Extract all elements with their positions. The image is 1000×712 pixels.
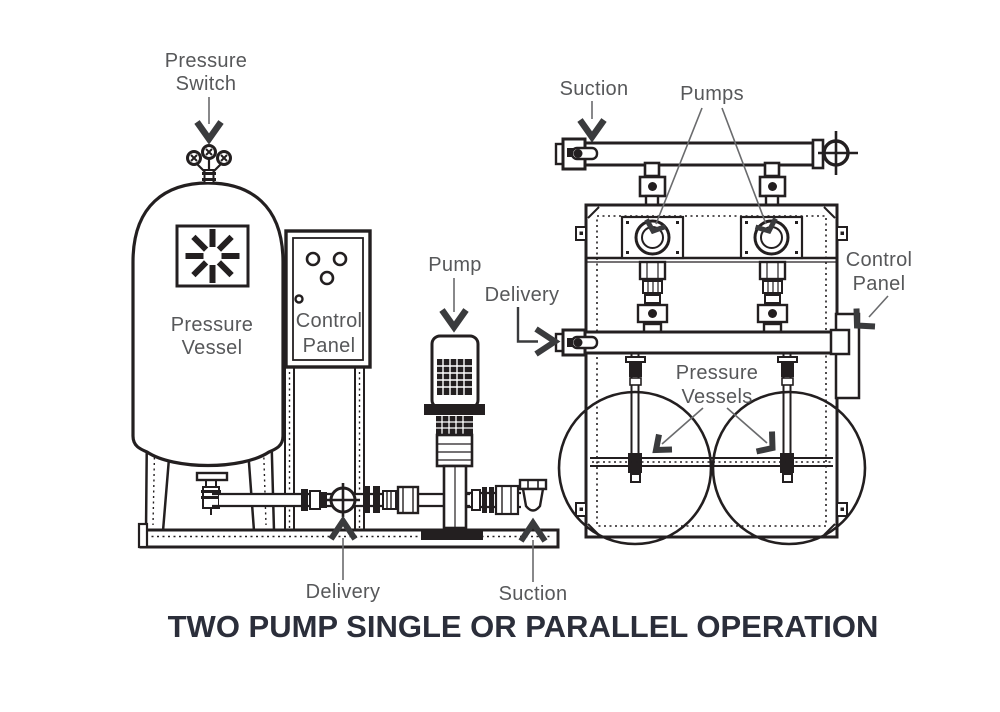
pressure-vessel-2-icon	[711, 390, 867, 546]
pressure-vessel-1-icon	[557, 390, 713, 546]
diagram-title: TWO PUMP SINGLE OR PARALLEL OPERATION	[168, 609, 879, 644]
pressure-switch-label-line2: Switch	[176, 73, 237, 95]
control-panel-left-label-line2: Panel	[303, 335, 356, 357]
pump-left	[421, 334, 485, 540]
arrow-down-icon	[439, 308, 469, 333]
strainer-fitting-icon	[518, 478, 548, 512]
suction-manifold	[554, 131, 858, 175]
pump-label: Pump	[428, 254, 481, 276]
pumps-label: Pumps	[680, 83, 744, 105]
frame-mount-tabs	[575, 226, 848, 517]
control-panel-left-label-line1: Control	[296, 310, 363, 332]
control-panel-right-label-group: Control Panel	[846, 249, 913, 330]
skid-frame	[575, 203, 848, 539]
pressure-vessels-label-group: Pressure Vessels	[652, 362, 776, 455]
delivery-right-label: Delivery	[485, 284, 560, 306]
control-panel-right-label-line2: Panel	[853, 273, 906, 295]
suction-right-label: Suction	[560, 78, 629, 100]
starburst-icon	[175, 224, 250, 288]
pump-delivery-valves	[636, 260, 789, 335]
suction-right-label-group: Suction	[560, 78, 629, 143]
arrow-up-icon	[328, 515, 358, 541]
pressure-switch-icon	[186, 144, 232, 184]
delivery-right-label-group: Delivery	[485, 284, 561, 357]
suction-piping-left	[363, 485, 420, 515]
pumps-label-group: Pumps	[644, 83, 778, 235]
delivery-bottom-label-group: Delivery	[306, 515, 381, 603]
pump-suction-valves	[638, 161, 787, 210]
arrow-down-icon	[194, 120, 224, 145]
suction-bottom-label: Suction	[499, 583, 568, 605]
pressure-vessel: Pressure Vessel	[131, 181, 285, 468]
control-panel-right-label-line1: Control	[846, 249, 913, 271]
delivery-manifold	[554, 328, 839, 357]
arrow-down-icon	[577, 118, 607, 143]
pressure-vessels-label-line2: Vessels	[681, 386, 752, 408]
valve-icon	[326, 483, 360, 517]
delivery-bottom-label: Delivery	[306, 581, 381, 603]
arrow-down-left-icon	[644, 218, 667, 235]
pressure-vessel-label-line1: Pressure	[171, 314, 253, 336]
valve-icon	[818, 131, 858, 175]
valve-stack-2	[756, 260, 789, 335]
pressure-vessels-label-line1: Pressure	[676, 362, 758, 384]
panel-indicator-lights	[294, 251, 348, 304]
arrow-down-left-icon	[652, 433, 673, 454]
suction-bottom-label-group: Suction	[499, 517, 568, 605]
pumps-top-view	[620, 215, 804, 260]
pressure-vessel-circles	[557, 390, 867, 546]
control-panel-left: Control Panel	[284, 229, 372, 369]
arrow-right-icon	[534, 326, 561, 357]
pressure-vessel-label-line2: Vessel	[182, 337, 243, 359]
control-panel-right	[829, 312, 861, 400]
arrow-down-right-icon	[755, 431, 776, 455]
arrow-down-left-icon	[853, 308, 876, 330]
pressure-switch-label-line1: Pressure	[165, 50, 247, 72]
left-unit: Pressure Vessel Contro	[131, 50, 568, 605]
arrow-down-right-icon	[754, 217, 778, 234]
arrow-up-icon	[518, 517, 548, 543]
right-unit: Suction Pumps Delivery Control Panel	[485, 78, 913, 546]
pump-label-group: Pump	[428, 254, 481, 333]
pressure-switch-label-group: Pressure Switch	[165, 50, 247, 145]
suction-piping-right	[466, 484, 521, 516]
